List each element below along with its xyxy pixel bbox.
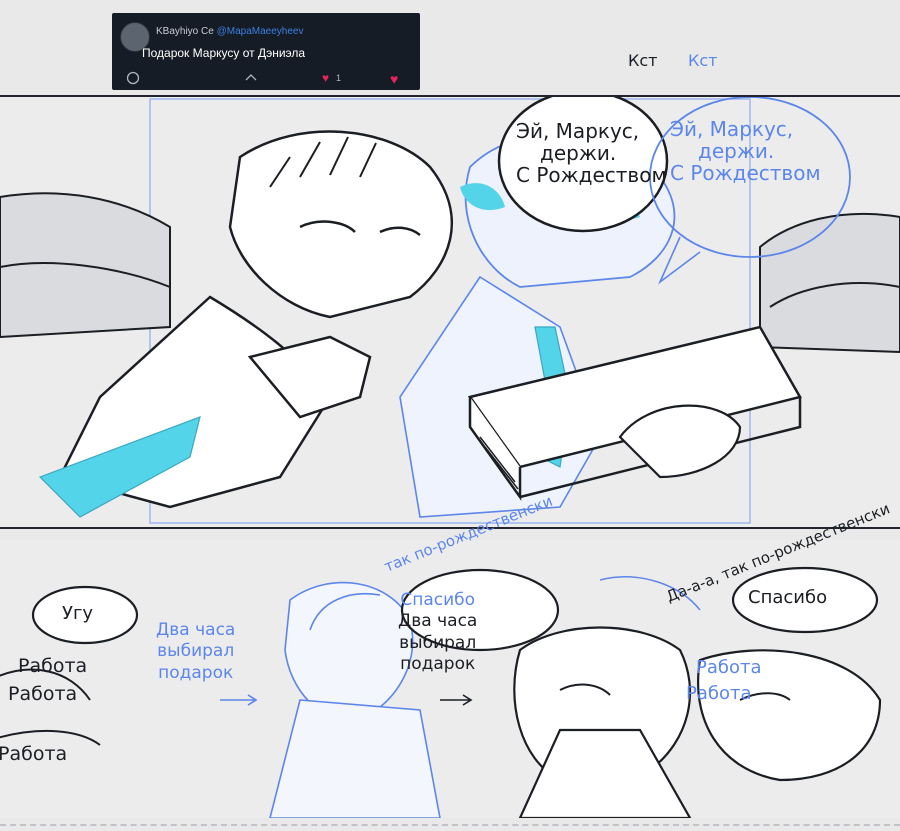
speech-line-2: держи.: [540, 141, 617, 165]
sketch-rabota-2: Работа: [686, 683, 752, 704]
avatar[interactable]: [120, 22, 150, 52]
speech-bubble-text: Эй, Маркус, держи. С Рождеством: [516, 120, 667, 186]
thought-rabota-3: Работа: [0, 743, 68, 765]
thought-rabota-1: Работа: [18, 655, 88, 677]
like-count: 1: [336, 73, 342, 83]
sketch-rabota-1: Работа: [696, 657, 762, 678]
post-actions: ♥ 1 ♥: [122, 71, 412, 87]
panel-2: [0, 540, 900, 818]
heart-icon[interactable]: ♥: [390, 71, 399, 87]
sfx-kst-blue: Кст: [688, 51, 718, 70]
sketch-two-hours-text: Два часа выбирал подарок: [156, 620, 235, 684]
panel-1-artwork: [0, 97, 900, 524]
sketch-two-hours-line-1: Два часа: [156, 620, 236, 640]
panel-2-artwork: [0, 566, 882, 818]
sketch-two-hours-line-3: подарок: [158, 662, 234, 683]
two-hours-line-1: Два часа: [398, 611, 478, 632]
thanks-two-hours-text: Спасибо Два часа выбирал подарок: [398, 590, 477, 675]
like-icon[interactable]: ♥: [322, 71, 330, 85]
speech-bubble-icon[interactable]: [126, 71, 140, 88]
bottom-divider: [0, 824, 900, 826]
post-meta: KBayhiyo Ce @MapaMaeeyheev: [156, 26, 303, 37]
speech-bubble-sketch-text: Эй, Маркус, держи. С Рождеством: [670, 118, 821, 184]
two-hours-line-2: выбирал: [399, 632, 477, 653]
speech-ugu: Угу: [62, 603, 94, 624]
speech-spasibo: Спасибо: [748, 587, 828, 608]
sketch-two-hours-line-2: выбирал: [157, 641, 235, 662]
author-name[interactable]: KBayhiyo: [156, 26, 199, 37]
speech-line-3: С Рождеством: [516, 163, 667, 187]
post-card: KBayhiyo Ce @MapaMaeeyheev Подарок Марку…: [112, 13, 420, 90]
sfx-kst-black: Кст: [628, 51, 658, 70]
thought-rabota-2: Работа: [8, 683, 78, 705]
meta-separator: Ce: [201, 26, 214, 37]
sketch-line-1: Эй, Маркус,: [670, 117, 794, 141]
author-handle[interactable]: @MapaMaeeyheev: [216, 26, 304, 37]
thanks-sketch-line: Спасибо: [400, 590, 476, 610]
sketch-line-2: держи.: [698, 139, 775, 163]
sketch-line-3: С Рождеством: [670, 161, 821, 185]
two-hours-line-3: подарок: [400, 653, 476, 674]
share-icon[interactable]: [244, 71, 258, 88]
post-caption: Подарок Маркусу от Дэниэла: [142, 46, 306, 60]
speech-line-1: Эй, Маркус,: [516, 119, 640, 143]
panel-1: [0, 95, 900, 529]
